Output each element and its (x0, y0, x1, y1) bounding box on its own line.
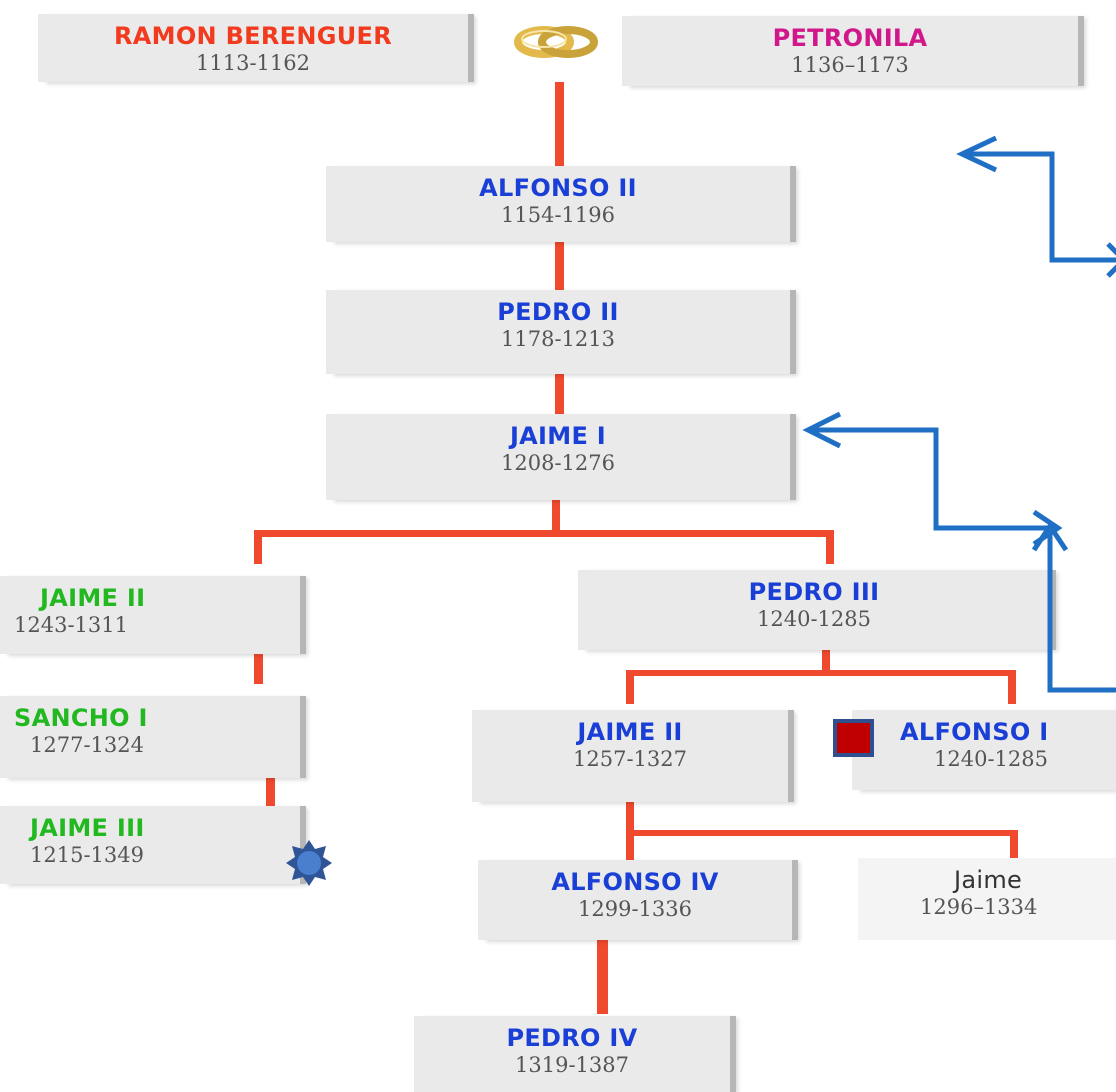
connector-jaime2-hbar (626, 830, 1018, 836)
connector-pedro2-jaime1 (555, 374, 564, 414)
connector-sancho-jaime3 (266, 778, 275, 806)
person-name: SANCHO I (14, 704, 148, 732)
person-alfonso-i: ALFONSO I 1240-1285 (852, 710, 1116, 790)
person-ramon-berenguer: RAMON BERENGUER 1113-1162 (38, 14, 468, 82)
arrow-head-top-right (1106, 242, 1116, 278)
connector-jaime1-hbar (254, 530, 834, 537)
person-dates: 1296–1334 (920, 895, 1038, 919)
person-name: ALFONSO IV (551, 868, 719, 896)
person-name: JAIME II (577, 718, 683, 746)
arrow-head-middle-right (1032, 509, 1063, 547)
person-dates: 1208-1276 (501, 451, 615, 475)
person-pedro-iv: PEDRO IV 1319-1387 (414, 1016, 730, 1092)
person-name: PETRONILA (772, 24, 928, 52)
person-pedro-ii: PEDRO II 1178-1213 (326, 290, 790, 374)
connector-pedro3-hbar (626, 670, 1016, 676)
person-dates: 1154-1196 (501, 203, 615, 227)
sun-icon (286, 840, 332, 886)
person-name: PEDRO III (748, 578, 880, 606)
person-dates: 1136–1173 (791, 53, 909, 77)
wedding-rings-icon (514, 26, 598, 58)
person-name: PEDRO II (497, 298, 619, 326)
connector-jaime1-branch (552, 500, 560, 532)
person-dates: 1240-1285 (757, 607, 871, 631)
person-dates: 1243-1311 (14, 613, 128, 637)
person-dates: 1178-1213 (501, 327, 615, 351)
arrow-head-top (956, 135, 998, 173)
person-jaime-ii-left: JAIME II 1243-1311 (0, 576, 300, 654)
person-dates: 1319-1387 (515, 1053, 629, 1077)
arrow-connector-jaime1 (808, 427, 1058, 531)
arrow-connector-vertical (1047, 526, 1116, 693)
person-jaime-i: JAIME I 1208-1276 (326, 414, 790, 500)
connector-jaime2-sancho (254, 654, 263, 684)
person-dates: 1215-1349 (30, 843, 144, 867)
person-dates: 1299-1336 (578, 897, 692, 921)
person-jaime-ii-right: JAIME II 1257-1327 (472, 710, 788, 802)
person-petronila: PETRONILA 1136–1173 (622, 16, 1078, 86)
arrow-head-vertical (1031, 521, 1069, 552)
connector-to-alfonso3 (1008, 670, 1016, 704)
person-name: RAMON BERENGUER (114, 22, 392, 50)
connector-alfonso2-pedro2 (555, 240, 564, 290)
person-alfonso-iv: ALFONSO IV 1299-1336 (478, 860, 792, 940)
person-name: PEDRO IV (506, 1024, 638, 1052)
person-name: JAIME I (509, 422, 607, 450)
connector-to-jaime2-left (254, 530, 262, 564)
person-dates: 1113-1162 (196, 51, 310, 75)
person-dates: 1240-1285 (934, 747, 1048, 771)
red-square-icon (833, 719, 874, 757)
person-name: ALFONSO I (900, 718, 1049, 746)
person-name: JAIME III (30, 814, 145, 842)
connector-alfonso4-pedro4 (597, 940, 608, 1014)
person-dates: 1257-1327 (573, 747, 687, 771)
person-name: ALFONSO II (479, 174, 637, 202)
person-alfonso-ii: ALFONSO II 1154-1196 (326, 166, 790, 242)
person-jaime: Jaime 1296–1334 (858, 858, 1116, 940)
arrow-head-jaime1 (802, 411, 842, 449)
connector-to-jaime-small (1010, 830, 1018, 860)
person-sancho-i: SANCHO I 1277-1324 (0, 696, 300, 778)
person-name: JAIME II (40, 584, 146, 612)
connector-to-pedro3 (826, 530, 834, 564)
person-pedro-iii: PEDRO III 1240-1285 (578, 570, 1050, 650)
connector-ramon-alfonso2 (555, 82, 564, 176)
person-dates: 1277-1324 (30, 733, 144, 757)
person-jaime-iii: JAIME III 1215-1349 (0, 806, 300, 884)
arrow-connector-top (962, 151, 1116, 263)
connector-pedro3-branch (822, 650, 830, 674)
connector-to-jaime2-right (626, 670, 634, 704)
person-name: Jaime (954, 866, 1023, 894)
